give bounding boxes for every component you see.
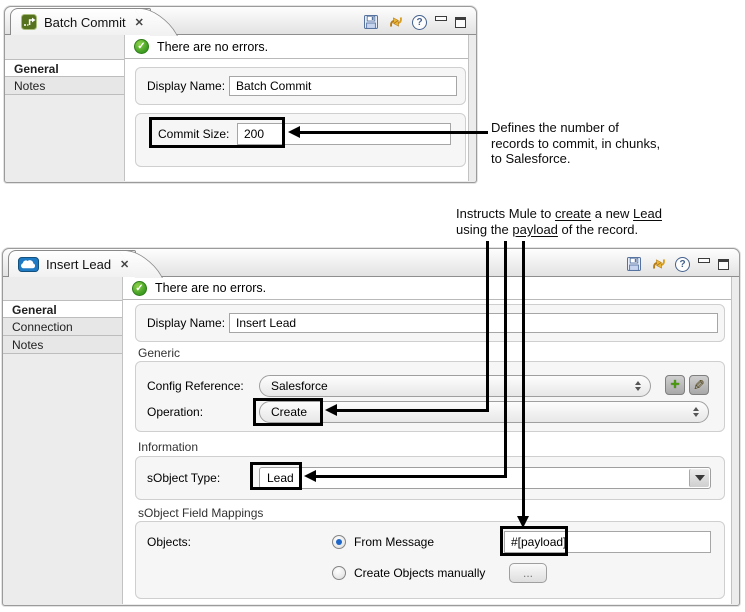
display-name-label: Display Name: (147, 79, 226, 93)
operation-dropdown[interactable]: Create (259, 401, 709, 423)
batch-sidebar: General Notes (5, 35, 125, 181)
add-config-button[interactable]: + (665, 375, 685, 395)
create-objects-manually-label: Create Objects manually (354, 566, 486, 580)
information-section-label: Information (138, 440, 199, 454)
commit-size-callout-box (149, 117, 285, 148)
insert-lead-panel: Insert Lead ✕ ? (2, 248, 740, 606)
sidebar-item-general[interactable]: General (3, 300, 122, 318)
help-icon[interactable]: ? (412, 14, 427, 30)
maximize-icon[interactable] (455, 16, 466, 28)
tab-title: Batch Commit (44, 14, 126, 30)
close-icon[interactable]: ✕ (134, 16, 144, 29)
from-message-label: From Message (354, 535, 435, 549)
sidebar-item-connection[interactable]: Connection (3, 318, 122, 336)
payload-arrowhead (517, 516, 529, 528)
payload-callout-box (500, 526, 568, 556)
generic-section-label: Generic (138, 346, 181, 360)
batch-status-row: ✓ There are no errors. (125, 35, 468, 59)
help-icon[interactable]: ? (675, 256, 690, 272)
objects-label: Objects: (147, 535, 192, 549)
create-connector-hline (334, 409, 489, 412)
save-icon[interactable] (625, 256, 642, 273)
lead-arrowhead (304, 470, 316, 482)
lead-connector-hline (313, 475, 507, 478)
insert-lead-annotation: Instructs Mule to create a new Lead usin… (456, 206, 662, 237)
create-objects-manually-radio[interactable] (332, 566, 346, 580)
tab-batch-commit[interactable]: Batch Commit ✕ (10, 8, 151, 35)
lead-callout-box (250, 462, 302, 490)
no-errors-check-icon: ✓ (134, 39, 149, 54)
salesforce-cloud-icon (18, 256, 39, 273)
commit-size-arrow-line (297, 131, 488, 134)
sidebar-item-general[interactable]: General (5, 59, 124, 77)
create-callout-box (253, 398, 323, 426)
dropdown-stepper-icon (635, 381, 641, 391)
no-errors-check-icon: ✓ (132, 280, 147, 296)
insert-sidebar: General Connection Notes (3, 277, 123, 604)
status-text: There are no errors. (157, 39, 269, 54)
sobject-type-combo[interactable]: Lead (259, 467, 711, 489)
tab-title: Insert Lead (46, 256, 112, 272)
commit-size-annotation: Defines the number of records to commit,… (491, 120, 661, 166)
plus-icon: + (670, 376, 680, 393)
create-arrowhead (325, 404, 337, 416)
browse-objects-button[interactable]: ... (509, 563, 547, 583)
batch-toolbar: ? (362, 12, 466, 32)
display-name-input[interactable]: Batch Commit (229, 76, 457, 96)
display-name-label: Display Name: (147, 316, 226, 330)
edit-config-button[interactable]: ✎ (689, 375, 709, 395)
sobject-type-value: Lead (267, 471, 294, 485)
lead-connector-vline (504, 241, 507, 478)
save-icon[interactable] (362, 14, 379, 31)
sidebar-item-notes[interactable]: Notes (5, 77, 124, 95)
tab-insert-lead[interactable]: Insert Lead ✕ (8, 250, 137, 277)
sidebar-spacer (3, 277, 122, 300)
close-icon[interactable]: ✕ (120, 258, 130, 271)
chevron-down-icon (694, 475, 705, 481)
operation-label: Operation: (147, 405, 204, 419)
commit-size-arrowhead (288, 126, 300, 138)
maximize-icon[interactable] (718, 258, 729, 270)
minimize-icon[interactable] (435, 16, 447, 21)
batch-commit-panel: Batch Commit ✕ ? (4, 6, 477, 183)
config-reference-label: Config Reference: (147, 379, 244, 393)
create-connector-vline (486, 241, 489, 412)
from-message-radio[interactable] (332, 535, 346, 549)
payload-connector-vline (522, 241, 525, 517)
dropdown-stepper-icon (693, 407, 699, 417)
minimize-icon[interactable] (698, 258, 710, 263)
insert-toolbar: ? (625, 254, 729, 274)
status-text: There are no errors. (155, 281, 267, 295)
refresh-icon[interactable] (650, 256, 667, 273)
operation-value: Create (271, 405, 308, 419)
payload-input[interactable]: #[payload] (504, 531, 711, 553)
insert-status-row: ✓ There are no errors. (123, 277, 731, 300)
mappings-section-label: sObject Field Mappings (138, 506, 264, 520)
batch-commit-icon (20, 14, 37, 31)
commit-size-label: Commit Size: (158, 127, 230, 141)
display-name-input[interactable]: Insert Lead (229, 313, 718, 333)
refresh-icon[interactable] (387, 14, 404, 31)
sobject-type-label: sObject Type: (147, 471, 221, 485)
pencil-icon: ✎ (693, 377, 705, 393)
config-reference-dropdown[interactable]: Salesforce (259, 375, 651, 397)
combo-dropdown-button[interactable] (689, 469, 709, 487)
config-reference-value: Salesforce (271, 379, 328, 393)
sidebar-spacer (5, 35, 124, 59)
sidebar-item-notes[interactable]: Notes (3, 336, 122, 354)
